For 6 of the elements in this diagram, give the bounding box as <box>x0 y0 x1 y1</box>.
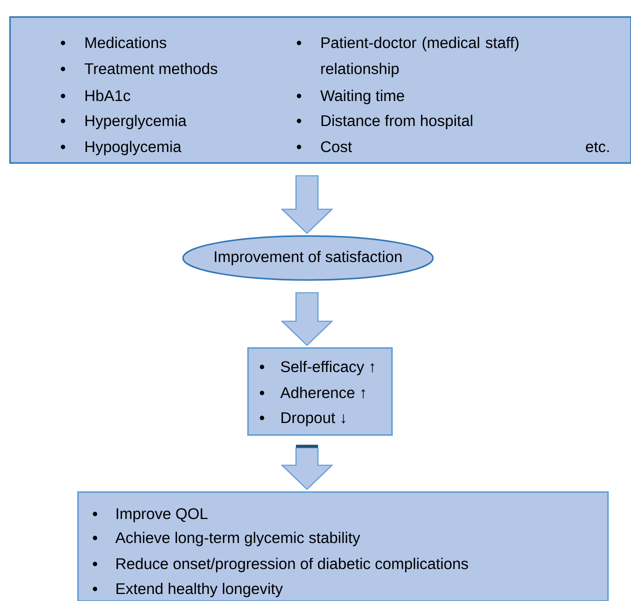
effect-box: Self-efficacy ↑ Adherence ↑ Dropout ↓ <box>247 347 393 436</box>
goal-box: Improve QOL Achieve long-term glycemic stability Reduce onset/progression of diabetic complications Extend healthy longevity <box>77 491 609 601</box>
block-arrow <box>280 292 334 346</box>
block-arrow <box>280 175 334 234</box>
factor-box: Medications Treatment methods HbA1c Hyperglycemia Hypoglycemia Patient-doctor (medical staff) relationship Waiting time Distance from hospital Cost etc. <box>9 16 631 164</box>
block-arrow <box>280 444 334 490</box>
